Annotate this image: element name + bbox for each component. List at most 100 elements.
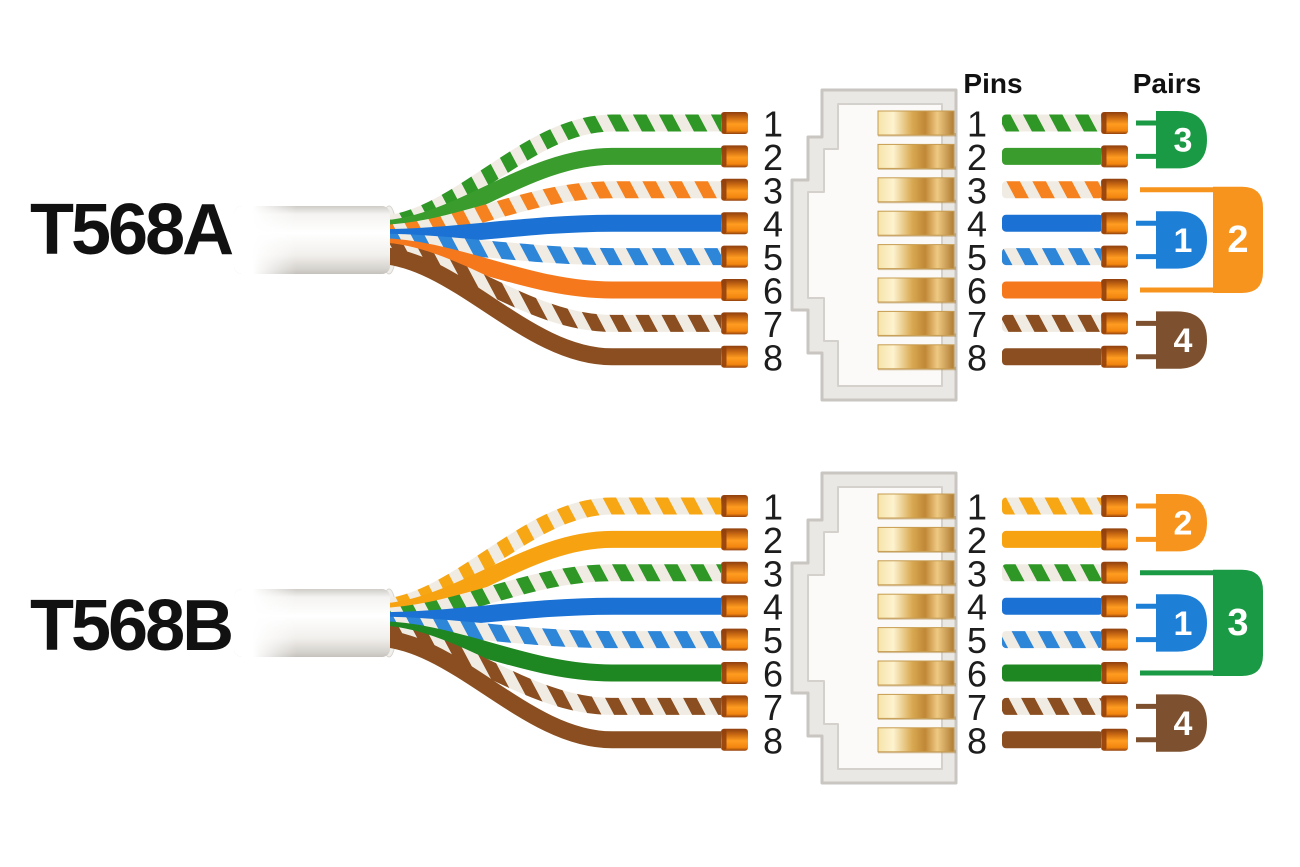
pin-number-right-5: 5 [967,237,987,278]
pin-number-right-4: 4 [967,587,987,628]
pair-number-4: 4 [1174,705,1193,743]
pair-number-3: 3 [1227,602,1248,644]
wire-tip [721,112,748,134]
pair-number-4: 4 [1174,322,1193,360]
diagram-title-t568a: T568A [30,190,234,270]
connector-pin-1 [877,110,955,136]
pair-number-3: 3 [1174,122,1193,160]
pin-number-left-5: 5 [763,620,783,661]
wire-tip [1101,312,1128,335]
wire-tip [721,279,748,301]
connector-pin-2 [877,143,955,169]
wire-tip [721,178,748,201]
pin-number-right-1: 1 [967,487,987,528]
wire-tip [721,528,748,551]
wire-segment-pin-1 [1002,497,1103,515]
pair-badge-4: 4 [1136,311,1207,369]
wire-segment-pin-7 [1002,314,1103,332]
pairs-column-header: Pairs [1132,68,1202,99]
wire-pin-8 [373,246,723,366]
pair-badge-4: 4 [1136,694,1207,752]
cable-jacket [234,206,390,274]
rj45-connector [790,471,958,785]
wire-segment-pin-4 [1002,597,1103,615]
connector-pin-5 [877,627,955,653]
pair-badge-2: 2 [1136,494,1207,552]
pair-number-2: 2 [1174,505,1193,543]
wire-tip [721,695,748,718]
connector-pin-5 [877,244,955,270]
pin-number-left-3: 3 [763,553,783,594]
pin-number-left-4: 4 [763,587,783,628]
wire-tip [721,212,748,235]
wire-tip [1101,212,1128,235]
cable-jacket [234,589,390,657]
pin-number-left-2: 2 [763,520,783,561]
connector-pin-8 [877,727,955,753]
pair-cap [1156,694,1207,752]
pair-cap [1156,111,1207,169]
wire-segment-pin-8 [1002,731,1103,749]
wire-segment-pin-6 [1002,281,1103,299]
wire-tip [721,312,748,335]
pins-column-header: Pins [963,68,1023,99]
pin-number-left-4: 4 [763,204,783,245]
pin-number-right-5: 5 [967,620,987,661]
pin-number-left-8: 8 [763,720,783,761]
wire-tip [721,345,748,368]
connector-pin-8 [877,344,955,370]
wire-tip [1101,279,1128,301]
wire-tip [721,561,748,584]
connector-pin-1 [877,493,955,519]
pin-number-left-6: 6 [763,271,783,312]
pin-number-left-1: 1 [763,487,783,528]
pair-cap [1213,186,1263,293]
wire-tip [1101,345,1128,368]
pair-number-2: 2 [1227,219,1248,261]
pair-number-1: 1 [1174,605,1193,643]
connector-pin-2 [877,526,955,552]
wire-segment-pin-5 [1002,248,1103,266]
pin-number-left-7: 7 [763,304,783,345]
wire-tip [1101,245,1128,268]
wire-segment-pin-3 [1002,564,1103,582]
wire-tip [721,595,748,618]
pin-number-right-7: 7 [967,687,987,728]
wire-tip [1101,728,1128,751]
pin-number-left-3: 3 [763,170,783,211]
connector-pin-4 [877,210,955,236]
wire-segment-pin-5 [1002,631,1103,649]
wire-segment-pin-6 [1002,664,1103,682]
wire-tip [1101,112,1128,134]
wire-tip [1101,561,1128,584]
pin-number-left-6: 6 [763,654,783,695]
wire-segment-pin-3 [1002,181,1103,199]
wire-tip [1101,628,1128,651]
pin-number-right-6: 6 [967,654,987,695]
wire-segment-pin-7 [1002,697,1103,715]
connector-pin-6 [877,277,955,303]
wire-segment-pin-2 [1002,147,1103,165]
pair-badge-1: 1 [1136,211,1207,269]
wire-pin-8 [373,629,723,749]
connector-pin-6 [877,660,955,686]
wire-segment-pin-8 [1002,348,1103,366]
wire-segment-pin-2 [1002,530,1103,548]
pin-number-right-3: 3 [967,170,987,211]
pin-number-left-8: 8 [763,337,783,378]
wire-tip [1101,145,1128,168]
wire-tip [1101,595,1128,618]
wire-tip [1101,178,1128,201]
pin-number-right-4: 4 [967,204,987,245]
pin-number-right-8: 8 [967,337,987,378]
pair-cap [1156,594,1207,652]
pin-number-right-3: 3 [967,553,987,594]
wire-tip [721,145,748,168]
pin-number-left-2: 2 [763,137,783,178]
wire-tip [1101,695,1128,718]
wire-tip [1101,528,1128,551]
